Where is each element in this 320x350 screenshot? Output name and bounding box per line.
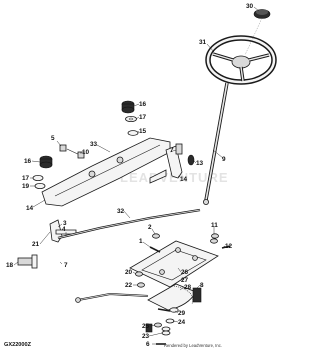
callout-3: 3 xyxy=(63,220,67,227)
parts-diagram-page: LEADVENTURE xyxy=(4,3,277,348)
steering-shaft[interactable] xyxy=(202,82,229,205)
nut-10[interactable] xyxy=(77,151,85,159)
callout-7-lower: 7 xyxy=(64,262,68,269)
washer-24[interactable] xyxy=(165,318,175,324)
nut-20[interactable] xyxy=(135,271,143,277)
washer-8[interactable] xyxy=(169,307,179,313)
bolt-29[interactable] xyxy=(157,308,171,312)
nut-2[interactable] xyxy=(152,233,160,239)
pinion-gear[interactable] xyxy=(192,287,202,303)
bushing-left[interactable] xyxy=(39,155,53,169)
washer-stack[interactable] xyxy=(161,326,171,336)
callout-10: 10 xyxy=(82,149,90,156)
callout-5: 5 xyxy=(51,135,55,142)
callout-14-left: 14 xyxy=(26,205,34,212)
callout-19: 19 xyxy=(22,183,30,190)
bolt-12[interactable] xyxy=(221,245,231,249)
callout-16-left: 16 xyxy=(24,158,32,165)
callout-8: 8 xyxy=(200,282,204,289)
washer-left[interactable] xyxy=(32,174,44,181)
callout-24: 24 xyxy=(178,319,186,326)
nut-11[interactable] xyxy=(211,233,219,239)
callout-28: 28 xyxy=(184,284,192,291)
callout-14-right: 14 xyxy=(180,176,188,183)
callout-31: 31 xyxy=(199,39,207,46)
callout-16-upper: 16 xyxy=(139,101,147,108)
steering-parts-diagram: LEADVENTURE xyxy=(4,3,277,348)
callout-27: 27 xyxy=(181,277,189,284)
callout-25: 25 xyxy=(142,323,150,330)
callout-29: 29 xyxy=(178,310,186,317)
callout-20: 20 xyxy=(125,269,133,276)
nut-25[interactable] xyxy=(154,322,162,328)
callout-26: 26 xyxy=(181,269,189,276)
callout-9: 9 xyxy=(222,156,226,163)
callout-21: 21 xyxy=(32,241,40,248)
bushing-lower[interactable] xyxy=(145,323,153,333)
washer-upper-2[interactable] xyxy=(127,130,139,136)
watermark-text: LEADVENTURE xyxy=(120,170,229,185)
callout-32: 32 xyxy=(117,208,125,215)
callout-6: 6 xyxy=(146,341,150,348)
nut-11b[interactable] xyxy=(210,238,218,244)
callout-22: 22 xyxy=(125,282,133,289)
callout-30: 30 xyxy=(246,3,254,10)
wheel-stub-left[interactable] xyxy=(17,254,38,269)
callout-33: 33 xyxy=(90,141,98,148)
spindle-left[interactable] xyxy=(49,219,77,243)
callout-12: 12 xyxy=(225,243,233,250)
callout-18: 18 xyxy=(6,262,14,269)
tie-rod[interactable] xyxy=(57,208,201,240)
drag-link[interactable] xyxy=(75,292,149,303)
support-plate[interactable] xyxy=(129,240,219,288)
callout-17-upper: 17 xyxy=(139,114,147,121)
callout-11: 11 xyxy=(211,222,218,229)
bolt-1[interactable] xyxy=(149,246,161,253)
callout-7-upper: 7 xyxy=(170,147,174,154)
bushing-upper[interactable] xyxy=(121,100,135,114)
steering-wheel[interactable] xyxy=(205,35,277,85)
callout-4: 4 xyxy=(62,226,66,233)
washer-upper[interactable] xyxy=(125,116,137,123)
washer-left-2[interactable] xyxy=(34,182,46,189)
callout-2: 2 xyxy=(148,224,152,231)
washer-spindle[interactable] xyxy=(187,154,195,166)
callout-23: 23 xyxy=(142,333,150,340)
callout-15: 15 xyxy=(139,128,147,135)
callout-17-left: 17 xyxy=(22,175,30,182)
callout-1: 1 xyxy=(139,238,143,245)
spindle-right[interactable] xyxy=(149,143,183,184)
steering-wheel-cap[interactable] xyxy=(253,9,271,19)
credit-text: Rendered by LeadVenture, Inc. xyxy=(164,343,222,348)
nut-22[interactable] xyxy=(137,282,145,288)
diagram-code: GX22000Z xyxy=(4,342,32,348)
callout-13: 13 xyxy=(196,160,204,167)
